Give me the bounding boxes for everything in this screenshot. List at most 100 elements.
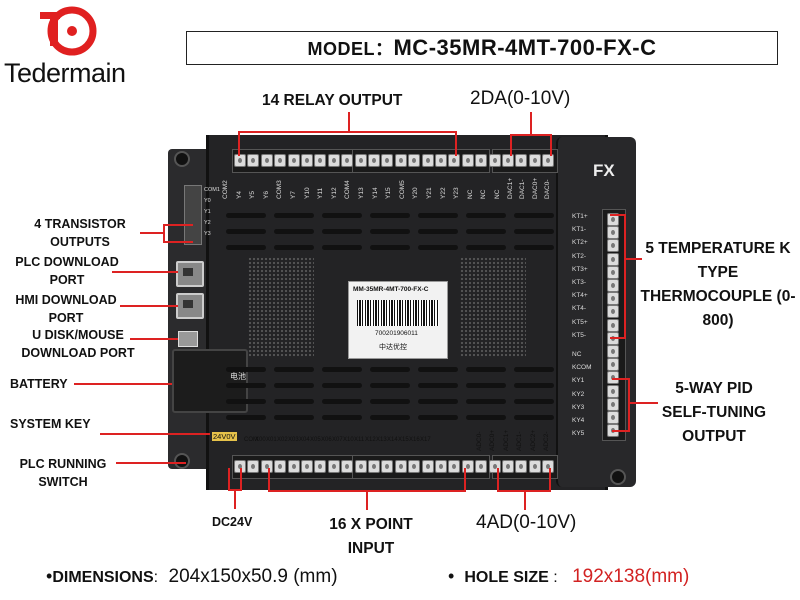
callout-line [510, 134, 512, 156]
terminal-label: X07 [332, 437, 343, 443]
terminal [607, 318, 619, 332]
hole-label: HOLE SIZE [464, 569, 549, 586]
grill-right [460, 257, 526, 357]
relay-output-label: 14 RELAY OUTPUT [262, 92, 403, 109]
label-plate: MM-35MR-4MT-700-FX-C 700201906011 中达优控 [348, 281, 448, 359]
vent-slot [226, 229, 266, 234]
terminal [354, 460, 367, 473]
terminal [515, 460, 528, 473]
terminal-label: Y23 [453, 187, 461, 199]
terminal-label: KY1 [572, 377, 585, 385]
callout-line [624, 214, 626, 338]
usb-port[interactable] [178, 331, 198, 347]
terminal-label: COM2 [222, 180, 229, 199]
vent-slot [226, 367, 266, 372]
mount-hole-bl [174, 453, 190, 469]
terminal-label: KT2- [572, 252, 587, 260]
vent-slot [514, 415, 554, 420]
vent-slot [370, 213, 410, 218]
run-switch-label: PLC RUNNING SWITCH [19, 457, 107, 490]
callout-line [348, 112, 350, 132]
terminal-label: COM5 [398, 180, 406, 199]
dc24v-label: DC24V [212, 515, 253, 529]
terminal-label: X16 [409, 437, 420, 443]
vent-slot [226, 383, 266, 388]
hole-row: •HOLE SIZE : 192x138(mm) [448, 566, 690, 587]
vent-slot [466, 213, 506, 218]
callout-line [455, 131, 457, 156]
vent-slot [226, 415, 266, 420]
terminal-label: Y15 [385, 187, 393, 199]
model-box: MODEL：MC-35MR-4MT-700-FX-C [186, 31, 778, 65]
vent-slot [466, 245, 506, 250]
terminal-label: NC [480, 189, 488, 199]
terminal-label: ADC2- [543, 431, 550, 451]
terminal-label: Y10 [303, 187, 311, 199]
hole-value: 192x138(mm) [572, 566, 690, 587]
terminal [607, 371, 619, 385]
plate-model: MM-35MR-4MT-700-FX-C [353, 286, 429, 293]
model-line: MODEL：MC-35MR-4MT-700-FX-C [187, 35, 777, 61]
plc-device: FX MM-35MR-4MT-700-FX-C 700201906011 中达优… [148, 135, 642, 490]
terminal [488, 154, 501, 167]
terminal [435, 154, 447, 167]
callout-line [240, 468, 242, 490]
hmi-download-port[interactable] [176, 293, 204, 319]
terminal-label: Y2 [204, 220, 211, 226]
terminal [475, 154, 488, 167]
terminal-label: DAC0+ [531, 177, 539, 199]
terminal-label: ADC0- [476, 431, 483, 451]
terminal-label: Y4 [235, 191, 243, 199]
plc-download-port[interactable] [176, 261, 204, 287]
brand-logo [38, 4, 102, 56]
terminal [301, 154, 313, 167]
plate-serial: 700201906011 [375, 330, 418, 337]
terminal-label: ADC1+ [502, 429, 510, 451]
terminal-label: Y14 [371, 187, 379, 199]
terminal [234, 154, 246, 167]
vent-slot [322, 367, 362, 372]
vent-slot [514, 367, 554, 372]
da-label: 2DA(0-10V) [470, 88, 571, 109]
terminal [542, 460, 555, 473]
vent-slot [274, 213, 314, 218]
terminal [421, 460, 434, 473]
battery-callout: BATTERY [10, 377, 68, 391]
terminal-label: DAC0- [544, 179, 551, 199]
terminal [607, 292, 619, 306]
terminal-label: KY5 [572, 430, 585, 438]
vent-slot [274, 245, 314, 250]
terminal-label: ADC0+ [489, 429, 497, 451]
callout-line [550, 134, 552, 156]
vent-slot [514, 399, 554, 404]
terminal-label: X14 [387, 437, 398, 443]
callout-line [140, 232, 164, 234]
terminal-label: KT4+ [572, 292, 588, 300]
vent-slot [418, 213, 458, 218]
terminal [260, 154, 273, 167]
callout-line [238, 131, 240, 156]
bullet-icon: • [46, 566, 53, 586]
callout-line [100, 433, 210, 435]
callout-line [366, 490, 368, 510]
terminal-label: DAC1- [519, 179, 526, 199]
terminal-label: X04 [299, 437, 310, 443]
terminal-label: X02 [277, 437, 288, 443]
vent-slot [226, 213, 266, 218]
terminal [341, 154, 354, 167]
terminal [502, 154, 514, 167]
terminal [341, 460, 354, 473]
vent-slot [466, 229, 506, 234]
terminal-label: X12 [365, 437, 376, 443]
terminal [381, 154, 394, 167]
callout-line [497, 468, 499, 491]
terminal-label: Y13 [358, 187, 365, 199]
terminal-label: KCOM [572, 364, 592, 372]
terminal [287, 154, 300, 167]
terminal [448, 154, 461, 167]
terminal [247, 154, 260, 167]
vent-slot [418, 229, 458, 234]
terminal-label: Y6 [262, 191, 270, 199]
terminal [607, 279, 619, 292]
transistor-output-pins [184, 185, 202, 245]
